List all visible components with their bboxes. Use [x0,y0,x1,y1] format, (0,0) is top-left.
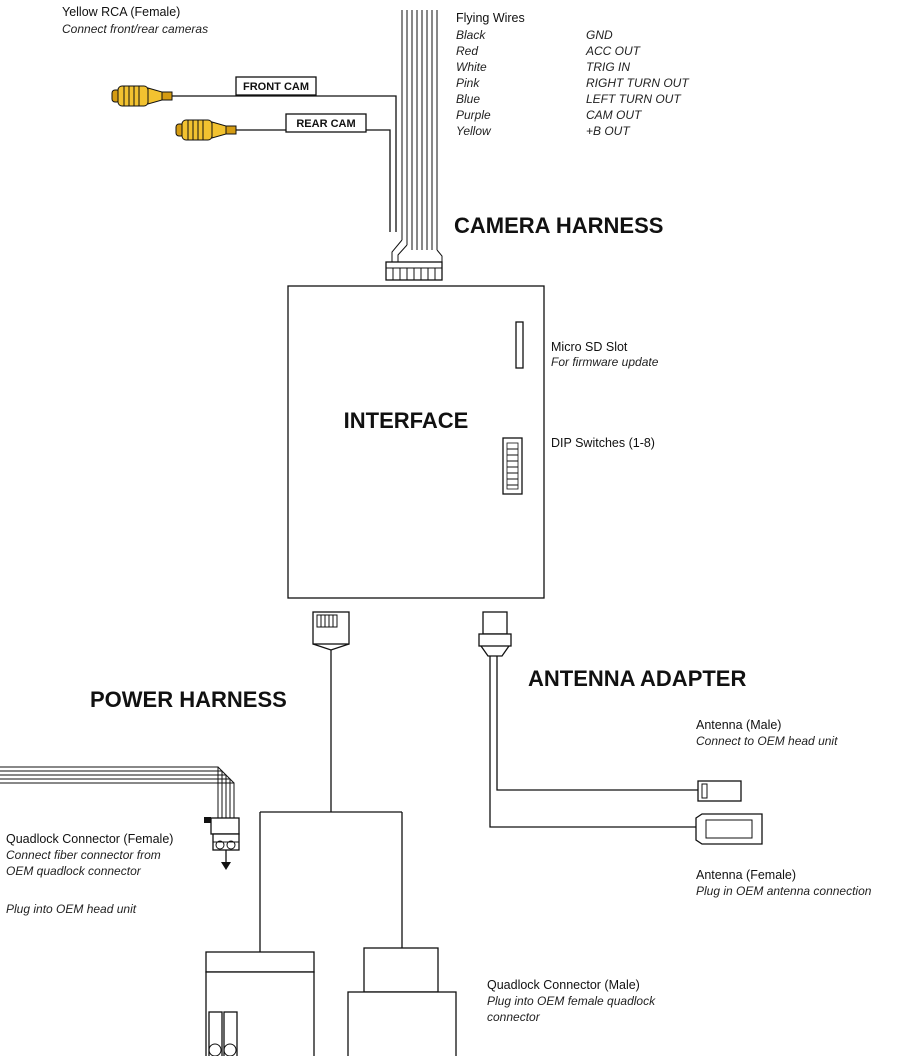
antenna-male-title: Antenna (Male) [696,718,781,732]
rear-cam-rca-plug-icon [175,119,237,141]
wire-color: Purple [456,108,491,122]
quadlock-female-desc-3: Plug into OEM head unit [6,902,137,916]
fiber-wire-bundle [0,766,235,820]
antenna-female-plug-icon [695,813,763,845]
wire-color: Yellow [456,124,492,138]
rear-cam-tag [285,113,367,133]
wire-function: CAM OUT [586,108,643,122]
wire-color: White [456,60,487,74]
power-harness-connector [312,611,350,651]
front-cam-cable: FRONT CAM [170,76,397,232]
wire-color: Red [456,44,478,58]
wire-color: Pink [456,76,480,90]
antenna-adapter-heading: ANTENNA ADAPTER [528,666,746,691]
quadlock-male-desc-2: connector [487,1010,541,1024]
micro-sd-slot-icon [515,321,524,369]
quadlock-female-housing [205,951,315,1056]
sd-slot-title: Micro SD Slot [551,340,628,354]
wire-color: Black [456,28,486,42]
antenna-adapter-connector [478,611,512,657]
interface-title: INTERFACE [344,408,469,433]
quadlock-female-connector-icon [204,817,240,870]
antenna-female-desc: Plug in OEM antenna connection [696,884,872,898]
rca-title: Yellow RCA (Female) [62,5,180,19]
dip-switches-icon [502,437,523,495]
wire-function: GND [586,28,613,42]
flying-wires-table: Black GND Red ACC OUT White TRIG IN Pink… [456,28,690,138]
quadlock-female-title: Quadlock Connector (Female) [6,832,173,846]
quadlock-male-title: Quadlock Connector (Male) [487,978,640,992]
wire-function: LEFT TURN OUT [586,92,682,106]
quadlock-male-desc-1: Plug into OEM female quadlock [487,994,656,1008]
rear-cam-cable: REAR CAM [236,113,391,232]
front-cam-label: FRONT CAM [243,81,309,93]
antenna-female-title: Antenna (Female) [696,868,796,882]
flying-wires-title: Flying Wires [456,11,525,25]
dip-switches-title: DIP Switches (1-8) [551,436,655,450]
front-cam-rca-plug-icon [111,85,173,107]
rca-desc: Connect front/rear cameras [62,22,208,36]
rear-cam-label: REAR CAM [296,118,355,130]
quadlock-male-housing [347,947,457,1056]
wire-color: Blue [456,92,480,106]
power-harness-heading: POWER HARNESS [90,687,287,712]
wire-function: RIGHT TURN OUT [586,76,690,90]
antenna-male-desc: Connect to OEM head unit [696,734,838,748]
quadlock-female-desc-2: OEM quadlock connector [6,864,142,878]
sd-slot-desc: For firmware update [551,355,659,369]
wire-function: TRIG IN [586,60,630,74]
interface-box [287,285,545,599]
wire-function: +B OUT [586,124,631,138]
front-cam-tag [235,76,317,96]
antenna-cable [489,656,700,828]
camera-harness-connector [385,261,443,281]
quadlock-female-desc-1: Connect fiber connector from [6,848,161,862]
power-harness-cable [259,650,403,952]
camera-wire-bundle [391,10,443,262]
wire-function: ACC OUT [585,44,642,58]
antenna-male-plug-icon [697,780,742,802]
camera-harness-heading: CAMERA HARNESS [454,213,663,238]
